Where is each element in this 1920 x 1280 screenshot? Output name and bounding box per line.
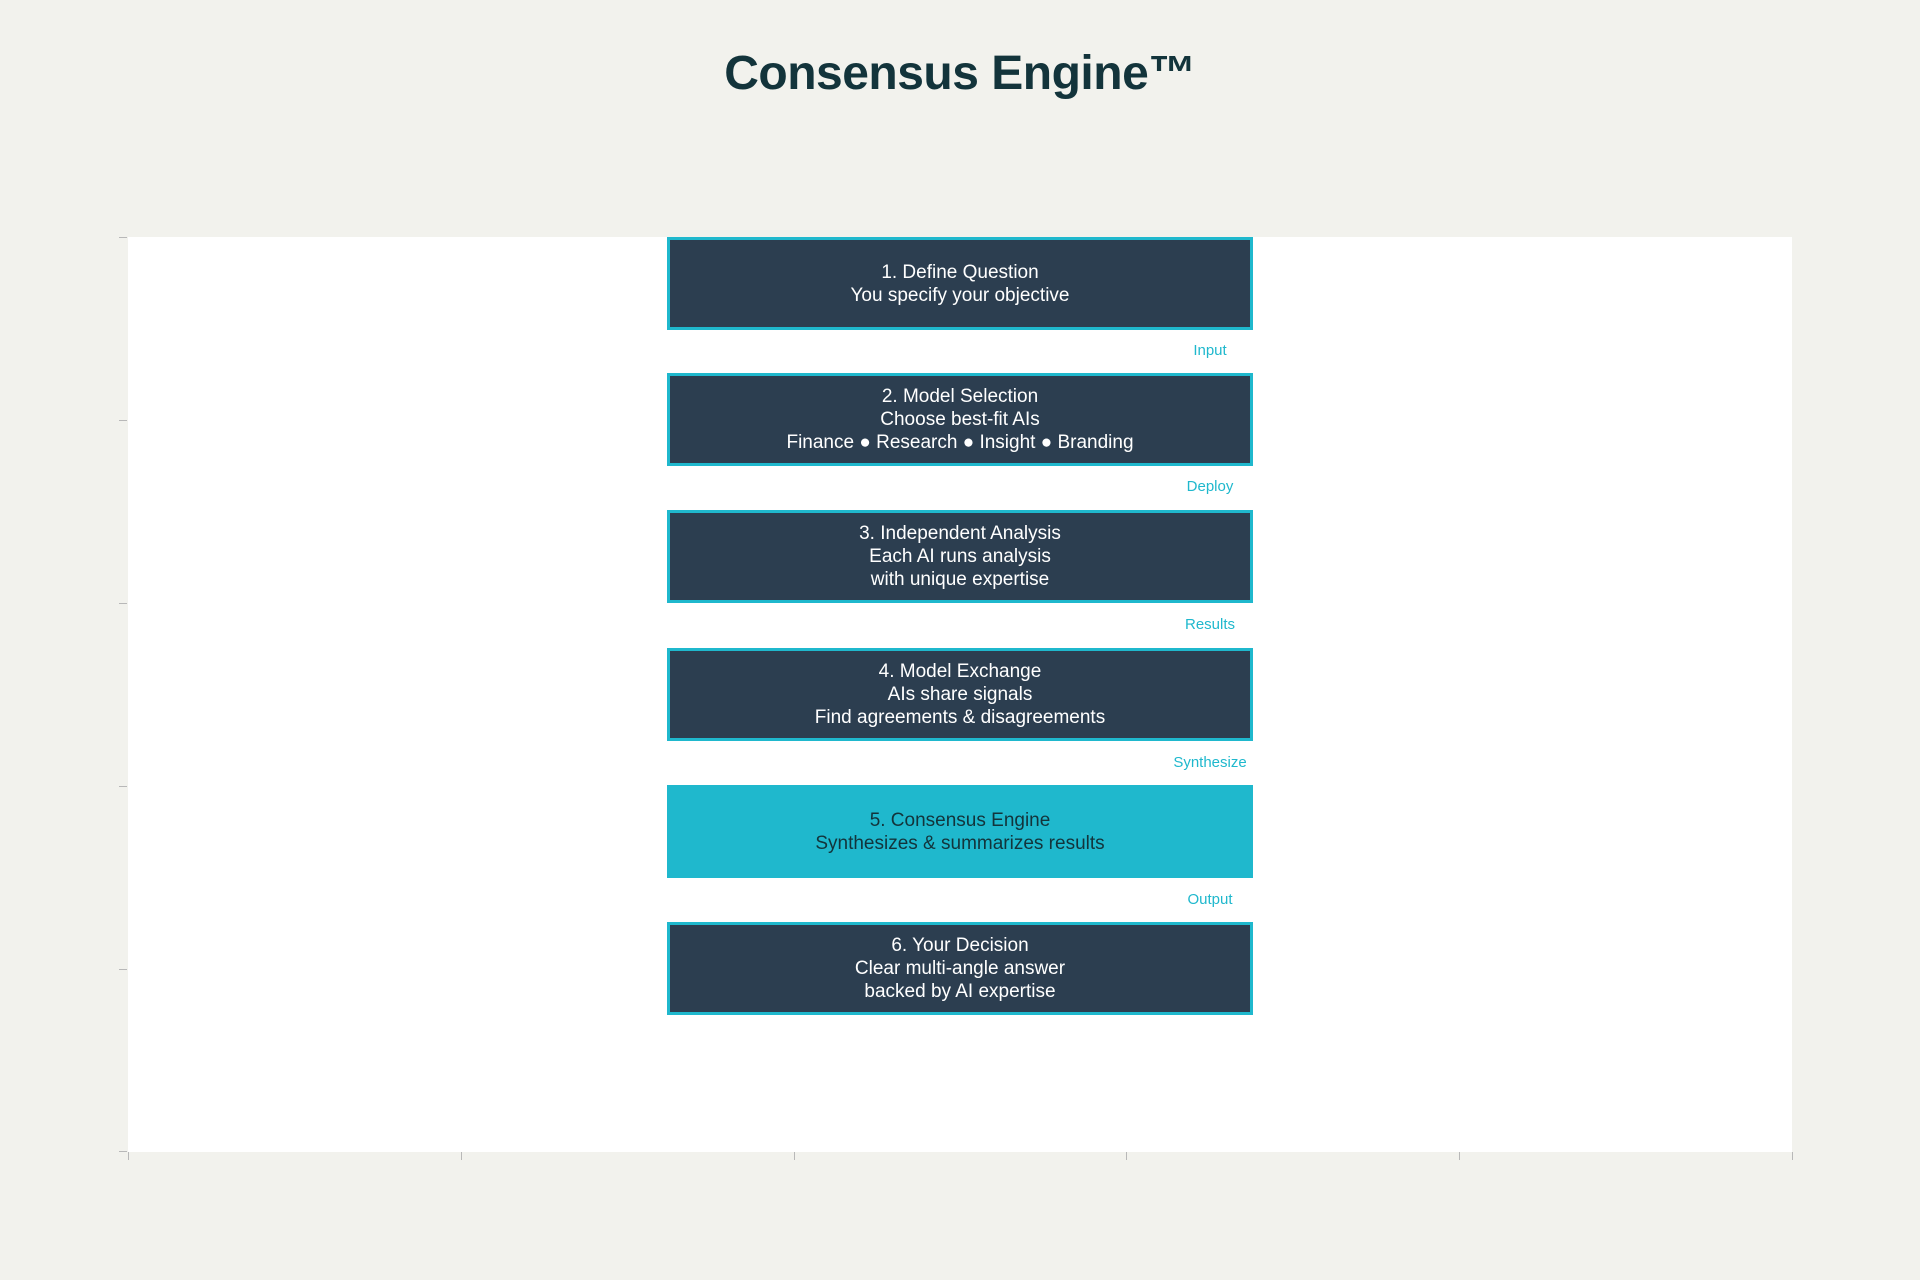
- y-axis-tick: [119, 237, 127, 238]
- connector-label-deploy: Deploy: [1186, 478, 1234, 495]
- step-heading: 6. Your Decision: [891, 935, 1029, 956]
- connector-label-output: Output: [1187, 891, 1233, 908]
- x-axis-tick: [1459, 1152, 1460, 1160]
- step-box-consensus-engine: 5. Consensus Engine Synthesizes & summar…: [667, 785, 1253, 878]
- x-axis-tick: [461, 1152, 462, 1160]
- y-axis-tick: [119, 969, 127, 970]
- x-axis-tick: [128, 1152, 129, 1160]
- step-text: Find agreements & disagreements: [814, 707, 1106, 728]
- step-text: Synthesizes & summarizes results: [815, 832, 1105, 854]
- y-axis-tick: [119, 603, 127, 604]
- step-box-independent-analysis: 3. Independent Analysis Each AI runs ana…: [667, 510, 1253, 603]
- x-axis-tick: [1126, 1152, 1127, 1160]
- step-heading: 4. Model Exchange: [878, 661, 1042, 682]
- step-text: Each AI runs analysis: [869, 546, 1051, 567]
- connector-label-synthesize: Synthesize: [1173, 754, 1247, 771]
- y-axis-tick: [119, 420, 127, 421]
- step-text: AIs share signals: [887, 684, 1033, 705]
- step-text: backed by AI expertise: [864, 981, 1056, 1002]
- step-text: Finance ● Research ● Insight ● Branding: [786, 432, 1134, 453]
- y-axis-tick: [119, 786, 127, 787]
- step-heading: 2. Model Selection: [881, 386, 1039, 407]
- step-box-your-decision: 6. Your Decision Clear multi-angle answe…: [667, 922, 1253, 1015]
- step-text: with unique expertise: [870, 569, 1050, 590]
- step-heading: 5. Consensus Engine: [869, 809, 1051, 831]
- x-axis-tick: [794, 1152, 795, 1160]
- step-text: Clear multi-angle answer: [854, 958, 1066, 979]
- connector-label-results: Results: [1184, 616, 1236, 633]
- step-heading: 3. Independent Analysis: [859, 523, 1061, 544]
- step-heading: 1. Define Question: [881, 261, 1039, 283]
- diagram-title: Consensus Engine™: [724, 47, 1196, 100]
- connector-label-input: Input: [1193, 342, 1227, 359]
- step-box-model-exchange: 4. Model Exchange AIs share signals Find…: [667, 648, 1253, 741]
- step-text: You specify your objective: [850, 284, 1070, 306]
- x-axis-tick: [1792, 1152, 1793, 1160]
- step-text: Choose best-fit AIs: [880, 409, 1040, 430]
- y-axis-tick: [119, 1151, 127, 1152]
- step-box-define-question: 1. Define Question You specify your obje…: [667, 237, 1253, 330]
- step-box-model-selection: 2. Model Selection Choose best-fit AIs F…: [667, 373, 1253, 466]
